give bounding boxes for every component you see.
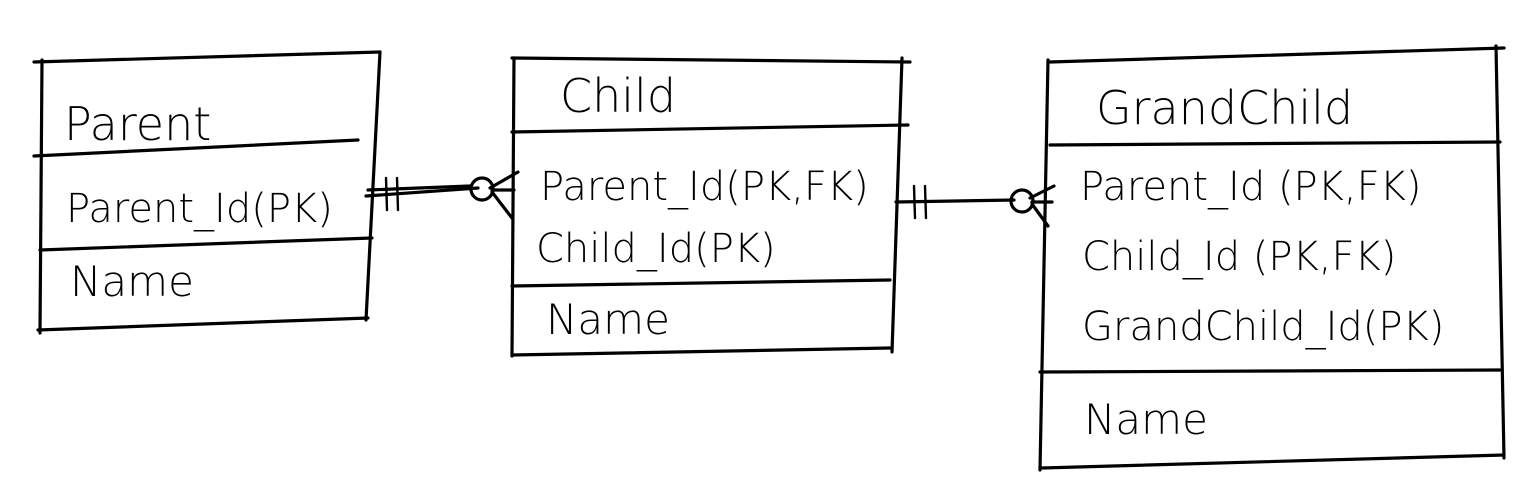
one-mark-2 — [395, 176, 400, 212]
one-mark-2 — [923, 184, 928, 220]
entity-parent: Parent Parent_Id(PK) Name — [32, 50, 382, 335]
grandchild-title-divider — [1048, 140, 1502, 147]
grandchild-title: GrandChild — [1096, 81, 1353, 135]
grandchild-box-top — [1048, 46, 1506, 64]
grandchild-attribute-3: GrandChild_Id(PK) — [1082, 304, 1444, 350]
parent-title: Parent — [64, 97, 211, 151]
grandchild-box-bottom — [1040, 453, 1506, 470]
parent-box-right — [364, 50, 382, 322]
child-title: Child — [560, 69, 676, 123]
crows-foot-bottom — [490, 190, 514, 220]
grandchild-box-left — [1038, 58, 1050, 472]
relationship-parent-child — [364, 170, 520, 220]
parent-box-bottom — [36, 316, 370, 332]
parent-key-divider — [38, 236, 374, 252]
child-attribute-2: Child_Id(PK) — [536, 226, 776, 272]
relationship-child-grandchild — [894, 184, 1056, 228]
grandchild-attribute-2: Child_Id (PK,FK) — [1082, 234, 1396, 280]
child-box-bottom — [510, 346, 894, 357]
child-attribute-1: Parent_Id(PK,FK) — [540, 164, 869, 210]
relationship-line — [364, 186, 480, 198]
one-mark-1 — [384, 176, 389, 212]
crows-foot-top — [488, 170, 520, 190]
grandchild-box-right — [1494, 44, 1506, 460]
grandchild-field: Name — [1084, 395, 1208, 444]
child-box-right — [890, 56, 904, 354]
child-box-top — [510, 56, 912, 64]
parent-field: Name — [70, 257, 194, 306]
child-field: Name — [546, 295, 670, 344]
parent-title-divider — [32, 138, 360, 158]
child-box-left — [510, 56, 516, 358]
one-mark-1 — [912, 184, 917, 220]
crows-foot-bottom — [1030, 202, 1050, 228]
parent-attribute: Parent_Id(PK) — [66, 186, 333, 232]
grandchild-key-divider — [1038, 368, 1502, 374]
crows-foot-top — [1028, 184, 1056, 200]
parent-box-top — [32, 50, 382, 64]
grandchild-attribute-1: Parent_Id (PK,FK) — [1080, 164, 1421, 210]
child-title-divider — [510, 123, 910, 134]
entity-child: Child Parent_Id(PK,FK) Child_Id(PK) Name — [510, 56, 912, 358]
parent-box-left — [38, 58, 44, 335]
relationship-line-double — [366, 184, 472, 192]
entity-grandchild: GrandChild Parent_Id (PK,FK) Child_Id (P… — [1038, 44, 1506, 472]
child-key-divider — [510, 278, 892, 288]
